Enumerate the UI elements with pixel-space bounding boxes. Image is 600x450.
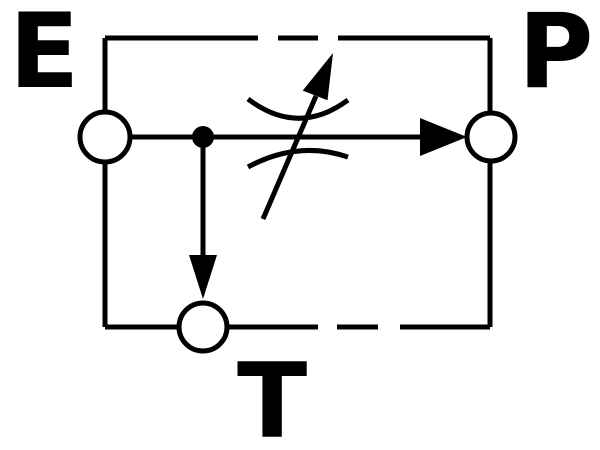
port-label-e: E (9, 0, 79, 112)
arrowhead-right-icon (420, 118, 467, 156)
junction-dot (192, 126, 214, 148)
arrowhead-down-icon (189, 255, 217, 299)
throttle-upper-arc (246, 97, 350, 121)
adjustability-arrowhead-icon (302, 53, 333, 101)
adjustability-arrow-shaft (260, 95, 319, 220)
port-circle-p (464, 110, 518, 164)
port-label-t: T (237, 342, 307, 450)
port-label-p: P (518, 0, 594, 112)
port-circle-e (77, 109, 133, 165)
port-circle-t (176, 300, 230, 354)
throttle-lower-arc (246, 147, 349, 170)
